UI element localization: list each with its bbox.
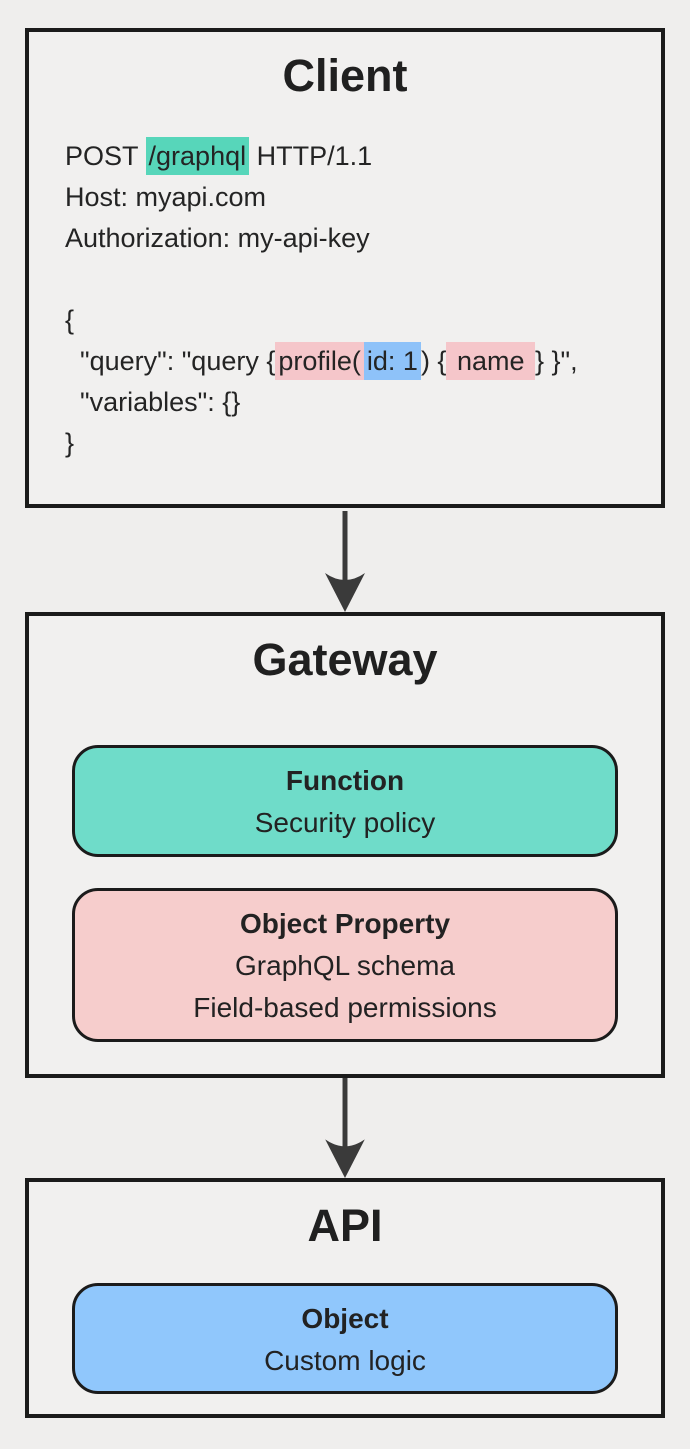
code-line: { (65, 300, 578, 341)
code-text: Host: myapi.com (65, 182, 267, 212)
code-line: Authorization: my-api-key (65, 218, 578, 259)
arrow-down-client-to-gateway (325, 511, 365, 612)
code-text: "variables": {} (65, 387, 241, 417)
card-title: Function (285, 765, 405, 796)
code-text: ) { (420, 346, 447, 376)
arrow-shaft (342, 1078, 348, 1150)
code-text: } (65, 428, 75, 458)
code-line: "variables": {} (65, 382, 578, 423)
card-title: Object (301, 1303, 389, 1334)
code-line: "query": "query {profile(id: 1) { name }… (65, 341, 578, 382)
code-line: POST /graphql HTTP/1.1 (65, 136, 578, 177)
card-text-line: Custom logic (264, 1345, 426, 1376)
highlight-teal: /graphql (145, 137, 250, 175)
code-text: HTTP/1.1 (249, 141, 373, 171)
arrow-head-icon (325, 573, 365, 612)
card-text-line: Security policy (254, 807, 436, 838)
code-text: POST (65, 141, 146, 171)
gateway-title: Gateway (252, 634, 438, 685)
arrow-down-gateway-to-api (325, 1078, 365, 1178)
card-text-line: GraphQL schema (235, 950, 455, 981)
highlight-blue: id: 1 (363, 342, 421, 380)
code-text: "query": "query { (65, 346, 276, 376)
card-title: Object Property (239, 908, 451, 939)
code-line: Host: myapi.com (65, 177, 578, 218)
code-line: } (65, 423, 578, 464)
highlight-pink: profile( (275, 342, 364, 380)
code-text: } }", (535, 346, 578, 376)
card-text-line: Field-based permissions (193, 992, 497, 1023)
code-text: Authorization: my-api-key (65, 223, 370, 253)
arrow-head-icon (325, 1139, 365, 1178)
arrow-shaft (342, 511, 348, 583)
code-text: { (65, 305, 75, 335)
api-title: API (307, 1200, 383, 1251)
highlight-pink: name (446, 342, 535, 380)
client-title: Client (282, 50, 408, 101)
code-line (65, 259, 578, 300)
